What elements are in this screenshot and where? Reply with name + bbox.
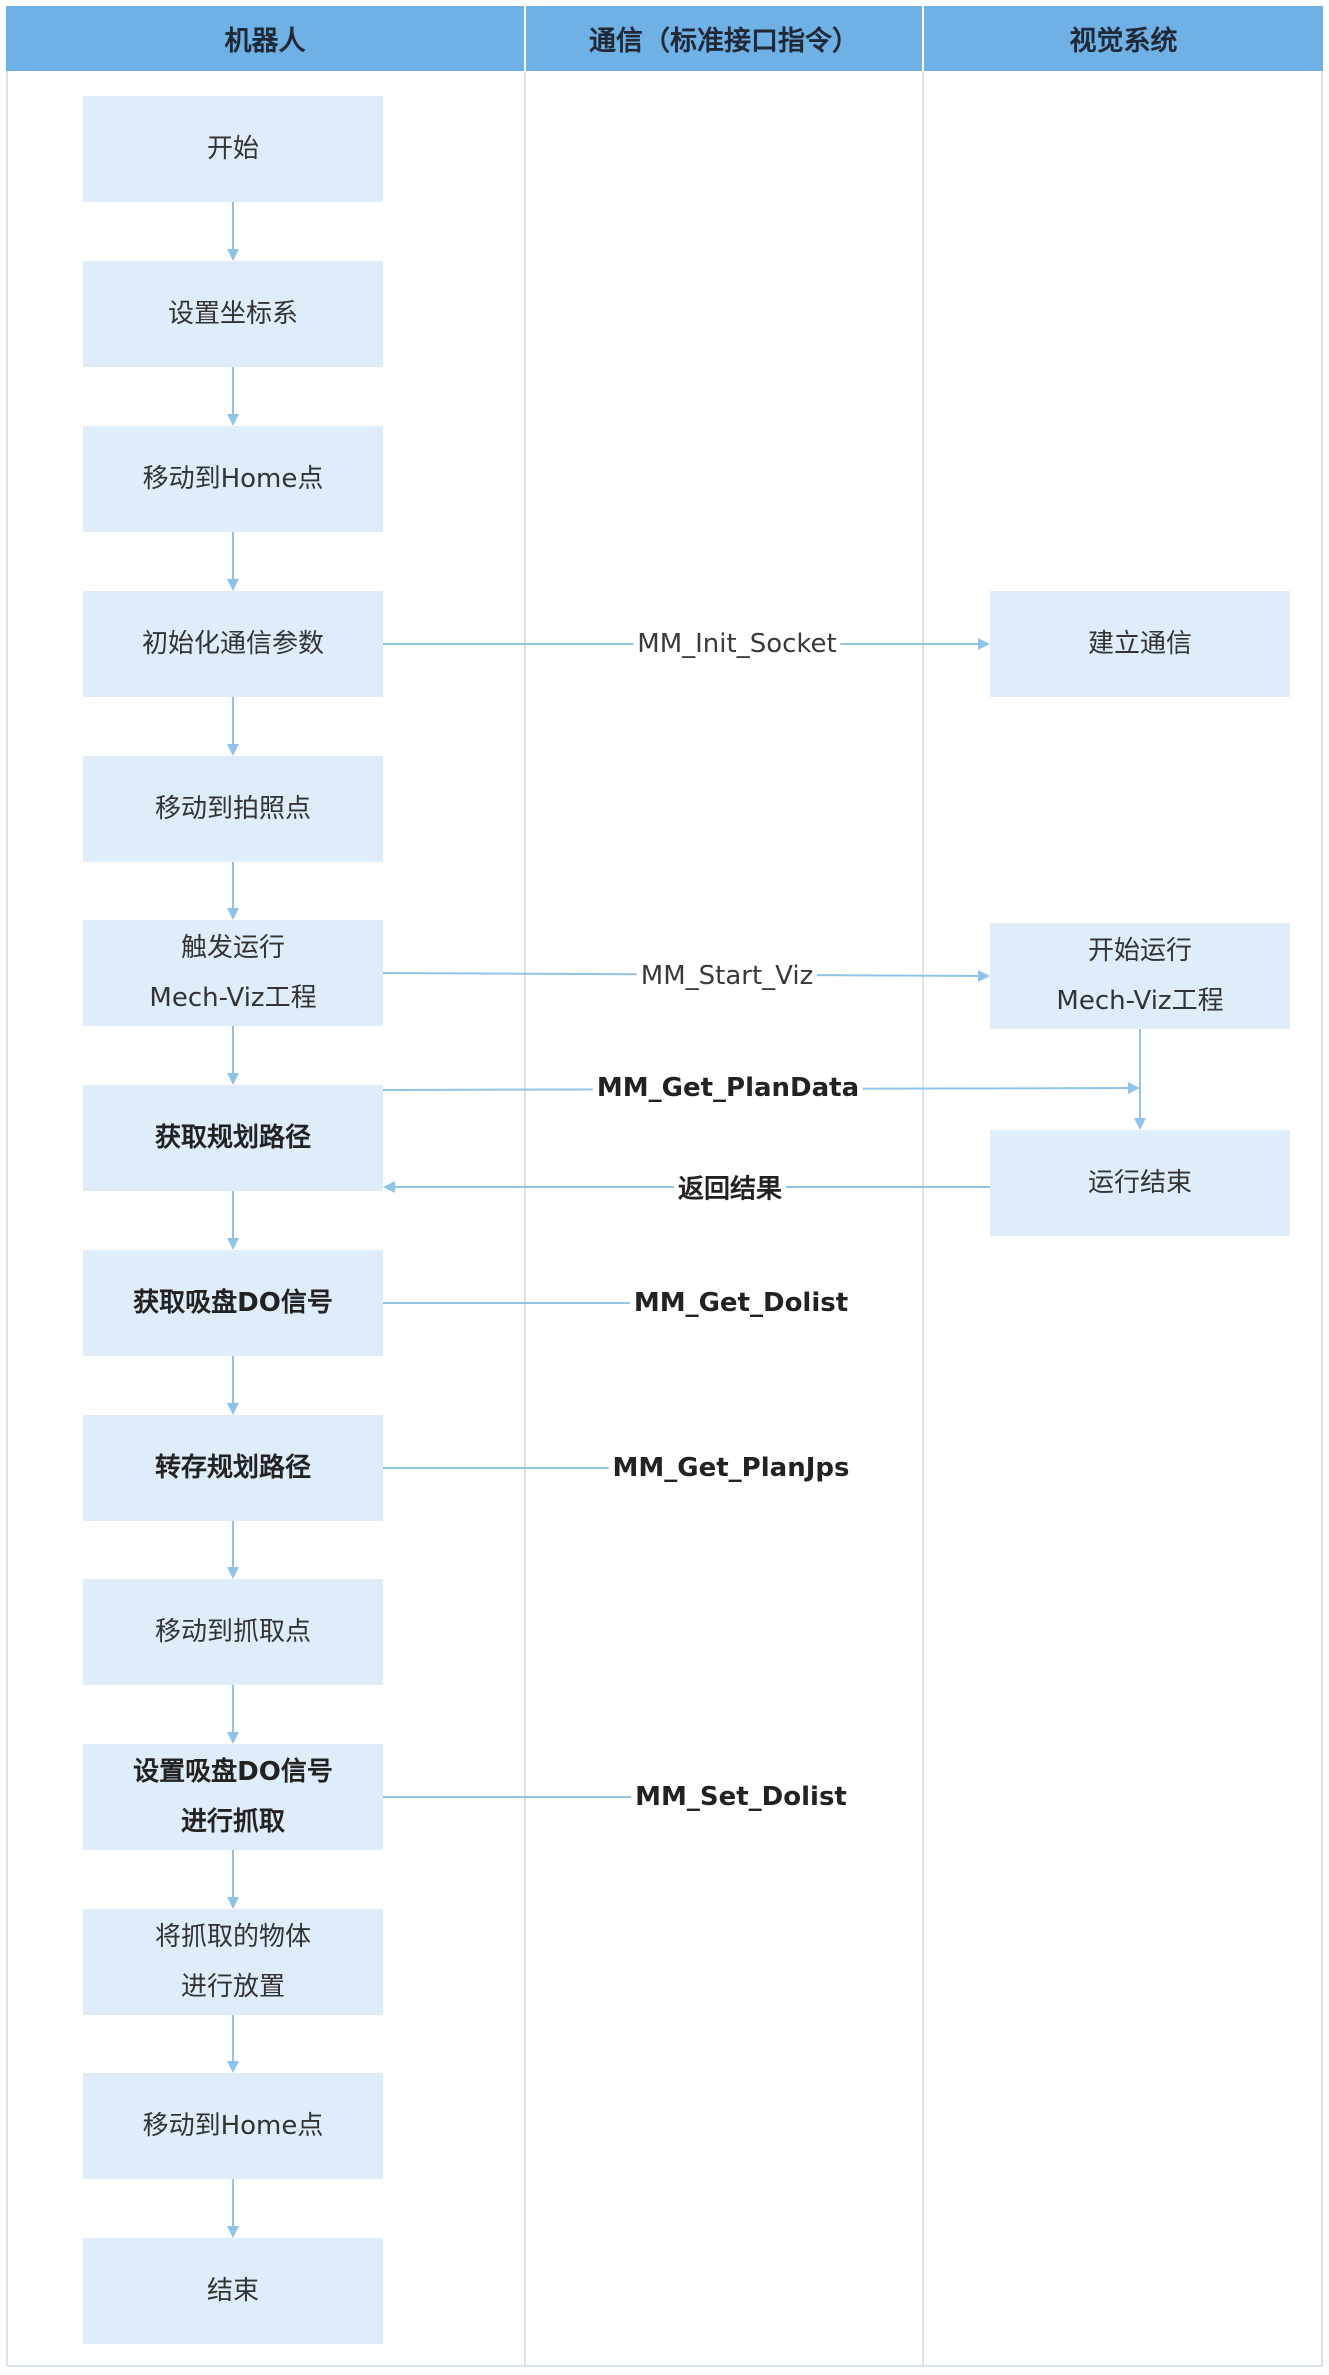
node-label-line: 建立通信 xyxy=(1087,629,1192,659)
node-label-line: 移动到拍照点 xyxy=(154,794,311,824)
msg-label-get-planjps: MM_Get_PlanJps xyxy=(608,1453,854,1483)
flow-arrowhead xyxy=(227,1567,239,1579)
robot-step-start: 开始 xyxy=(83,96,383,202)
robot-step-label: 结束 xyxy=(207,2266,259,2316)
robot-step-move-home: 移动到Home点 xyxy=(83,426,383,532)
node-label-line: 开始 xyxy=(206,134,259,164)
robot-step-label: 设置吸盘DO信号进行抓取 xyxy=(133,1747,333,1847)
node-label-line: 移动到Home点 xyxy=(142,464,324,494)
flow-arrowhead xyxy=(227,908,239,920)
flow-arrowhead xyxy=(227,414,239,426)
robot-step-label: 获取规划路径 xyxy=(155,1113,311,1163)
node-label-line: 获取吸盘DO信号 xyxy=(133,1288,333,1318)
robot-step-move-home-2: 移动到Home点 xyxy=(83,2073,383,2179)
robot-step-label: 设置坐标系 xyxy=(168,289,298,339)
robot-step-label: 移动到Home点 xyxy=(143,2101,324,2151)
vision-step-label: 运行结束 xyxy=(1088,1158,1192,1208)
vision-step-run-end: 运行结束 xyxy=(990,1130,1290,1236)
vision-step-start-viz: 开始运行 Mech-Viz工程 xyxy=(990,923,1290,1029)
msg-label-init-socket: MM_Init_Socket xyxy=(633,629,841,659)
robot-step-move-pick: 移动到抓取点 xyxy=(83,1579,383,1685)
node-label-line: 将抓取的物体 xyxy=(154,1922,311,1952)
flow-arrowhead xyxy=(227,1732,239,1744)
robot-step-trigger-viz: 触发运行 Mech-Viz工程 xyxy=(83,920,383,1026)
node-label-line: 运行结束 xyxy=(1087,1168,1192,1198)
robot-step-place: 将抓取的物体进行放置 xyxy=(83,1909,383,2015)
robot-step-label: 将抓取的物体进行放置 xyxy=(155,1912,311,2012)
msg-label-start-viz: MM_Start_Viz xyxy=(636,961,818,991)
flow-arrowhead xyxy=(227,1403,239,1415)
flow-arrowhead xyxy=(227,1073,239,1085)
node-label-line: 设置吸盘DO信号 xyxy=(133,1757,333,1787)
node-label-line: 转存规划路径 xyxy=(154,1453,311,1483)
robot-step-label: 开始 xyxy=(207,124,259,174)
flow-arrowhead xyxy=(227,1897,239,1909)
robot-step-init-comm: 初始化通信参数 xyxy=(83,591,383,697)
vision-step-establish: 建立通信 xyxy=(990,591,1290,697)
flow-arrowhead xyxy=(227,249,239,261)
robot-step-label: 移动到拍照点 xyxy=(155,784,311,834)
robot-step-get-do: 获取吸盘DO信号 xyxy=(83,1250,383,1356)
lane-comm xyxy=(526,71,924,2367)
lane-header-comm: 通信（标准接口指令） xyxy=(526,6,924,71)
lane-header-robot: 机器人 xyxy=(6,6,526,71)
vision-flow-arrowhead xyxy=(1134,1118,1146,1130)
msg-arrowhead-get-plandata xyxy=(1128,1082,1140,1094)
node-label-line: 进行抓取 xyxy=(180,1807,285,1837)
msg-label-return-result: 返回结果 xyxy=(673,1168,787,1206)
msg-label-get-plandata: MM_Get_PlanData xyxy=(592,1073,864,1103)
msg-arrowhead-return-result xyxy=(383,1181,395,1193)
node-label-line: Mech-Viz工程 xyxy=(1056,986,1224,1016)
flow-arrowhead xyxy=(227,2226,239,2238)
msg-arrowhead-init-socket xyxy=(978,638,990,650)
flow-arrowhead xyxy=(227,2061,239,2073)
node-label-line: 开始运行 xyxy=(1087,936,1192,966)
vision-step-label: 建立通信 xyxy=(1088,619,1192,669)
robot-step-label: 转存规划路径 xyxy=(155,1443,311,1493)
robot-step-label: 触发运行 Mech-Viz工程 xyxy=(149,923,316,1023)
flow-arrowhead xyxy=(227,1238,239,1250)
robot-step-end: 结束 xyxy=(83,2238,383,2344)
msg-label-set-dolist: MM_Set_Dolist xyxy=(631,1782,851,1812)
robot-step-get-path: 获取规划路径 xyxy=(83,1085,383,1191)
node-label-line: 获取规划路径 xyxy=(154,1123,311,1153)
flow-arrowhead xyxy=(227,744,239,756)
node-label-line: Mech-Viz工程 xyxy=(149,983,317,1013)
robot-step-label: 移动到Home点 xyxy=(143,454,324,504)
robot-step-set-do: 设置吸盘DO信号进行抓取 xyxy=(83,1744,383,1850)
robot-step-set-coords: 设置坐标系 xyxy=(83,261,383,367)
node-label-line: 设置坐标系 xyxy=(167,299,298,329)
msg-label-get-dolist: MM_Get_Dolist xyxy=(629,1288,853,1318)
flow-arrowhead xyxy=(227,579,239,591)
robot-step-save-path: 转存规划路径 xyxy=(83,1415,383,1521)
node-label-line: 触发运行 xyxy=(180,933,285,963)
node-label-line: 结束 xyxy=(206,2276,259,2306)
msg-arrowhead-start-viz xyxy=(978,970,990,982)
robot-step-label: 获取吸盘DO信号 xyxy=(133,1278,333,1328)
vision-step-label: 开始运行 Mech-Viz工程 xyxy=(1056,926,1223,1026)
node-label-line: 初始化通信参数 xyxy=(141,629,324,659)
robot-step-label: 移动到抓取点 xyxy=(155,1607,311,1657)
node-label-line: 移动到Home点 xyxy=(142,2111,324,2141)
robot-step-move-photo: 移动到拍照点 xyxy=(83,756,383,862)
node-label-line: 进行放置 xyxy=(180,1972,285,2002)
node-label-line: 移动到抓取点 xyxy=(154,1617,311,1647)
lane-header-vision: 视觉系统 xyxy=(924,6,1323,71)
robot-step-label: 初始化通信参数 xyxy=(142,619,324,669)
